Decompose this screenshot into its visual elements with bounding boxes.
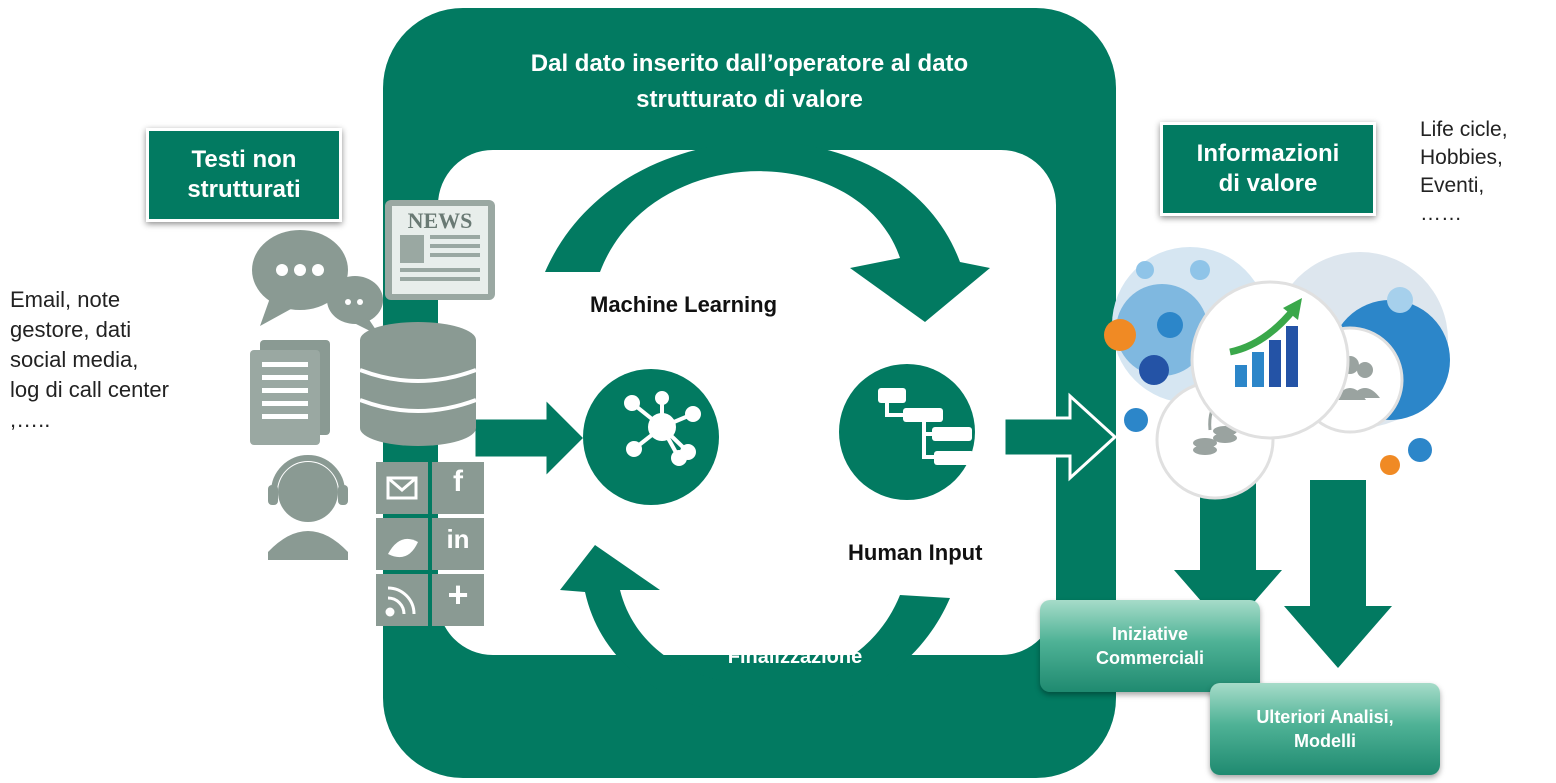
twitter-icon	[388, 538, 418, 558]
plus-icon: +	[447, 574, 469, 615]
output-arrow	[1002, 392, 1118, 482]
hierarchy-list-icon	[878, 388, 974, 465]
documents-icon	[250, 340, 330, 445]
down-arrow-analisi	[1284, 480, 1392, 668]
finalization-arrow	[560, 545, 950, 716]
valuable-information-header: Informazioni di valore	[1160, 122, 1376, 216]
down-arrow-commerciali	[1174, 470, 1282, 632]
panel-title: Dal dato inserito dall’operatore al dato…	[530, 50, 969, 113]
information-cluster	[1104, 247, 1450, 500]
human-input-label: Human Input	[848, 540, 983, 565]
commercial-initiatives-box: Iniziative Commerciali	[1040, 600, 1260, 692]
facebook-icon: f	[453, 465, 463, 498]
finalizzazione-label: Finalizzazione	[727, 646, 863, 668]
network-node-icon	[624, 391, 701, 466]
cluster-label: Cluster	[755, 185, 825, 207]
growth-chart-icon	[1229, 298, 1302, 387]
coins-icon	[1193, 398, 1237, 455]
input-arrow	[472, 394, 588, 482]
headset-agent-icon	[268, 455, 348, 560]
rss-icon	[385, 586, 416, 617]
sources-description: Email, note gestore, dati social media, …	[10, 287, 169, 432]
cluster-arrow	[545, 141, 990, 322]
database-icon	[359, 322, 477, 446]
social-grid	[376, 462, 484, 626]
source-icons	[250, 200, 495, 626]
machine-learning-label: Machine Learning	[590, 292, 778, 317]
email-icon	[386, 476, 418, 500]
news-icon	[385, 200, 495, 300]
unstructured-texts-header: Testi non strutturati	[146, 128, 342, 222]
human-input-circle	[839, 364, 975, 500]
news-label: NEWS	[407, 208, 473, 233]
values-description: Life cicle, Hobbies, Eventi, ……	[1420, 118, 1508, 225]
further-analysis-box: Ulteriori Analisi, Modelli	[1210, 683, 1440, 775]
chat-bubbles-icon	[252, 230, 383, 336]
linkedin-icon: in	[446, 524, 470, 554]
